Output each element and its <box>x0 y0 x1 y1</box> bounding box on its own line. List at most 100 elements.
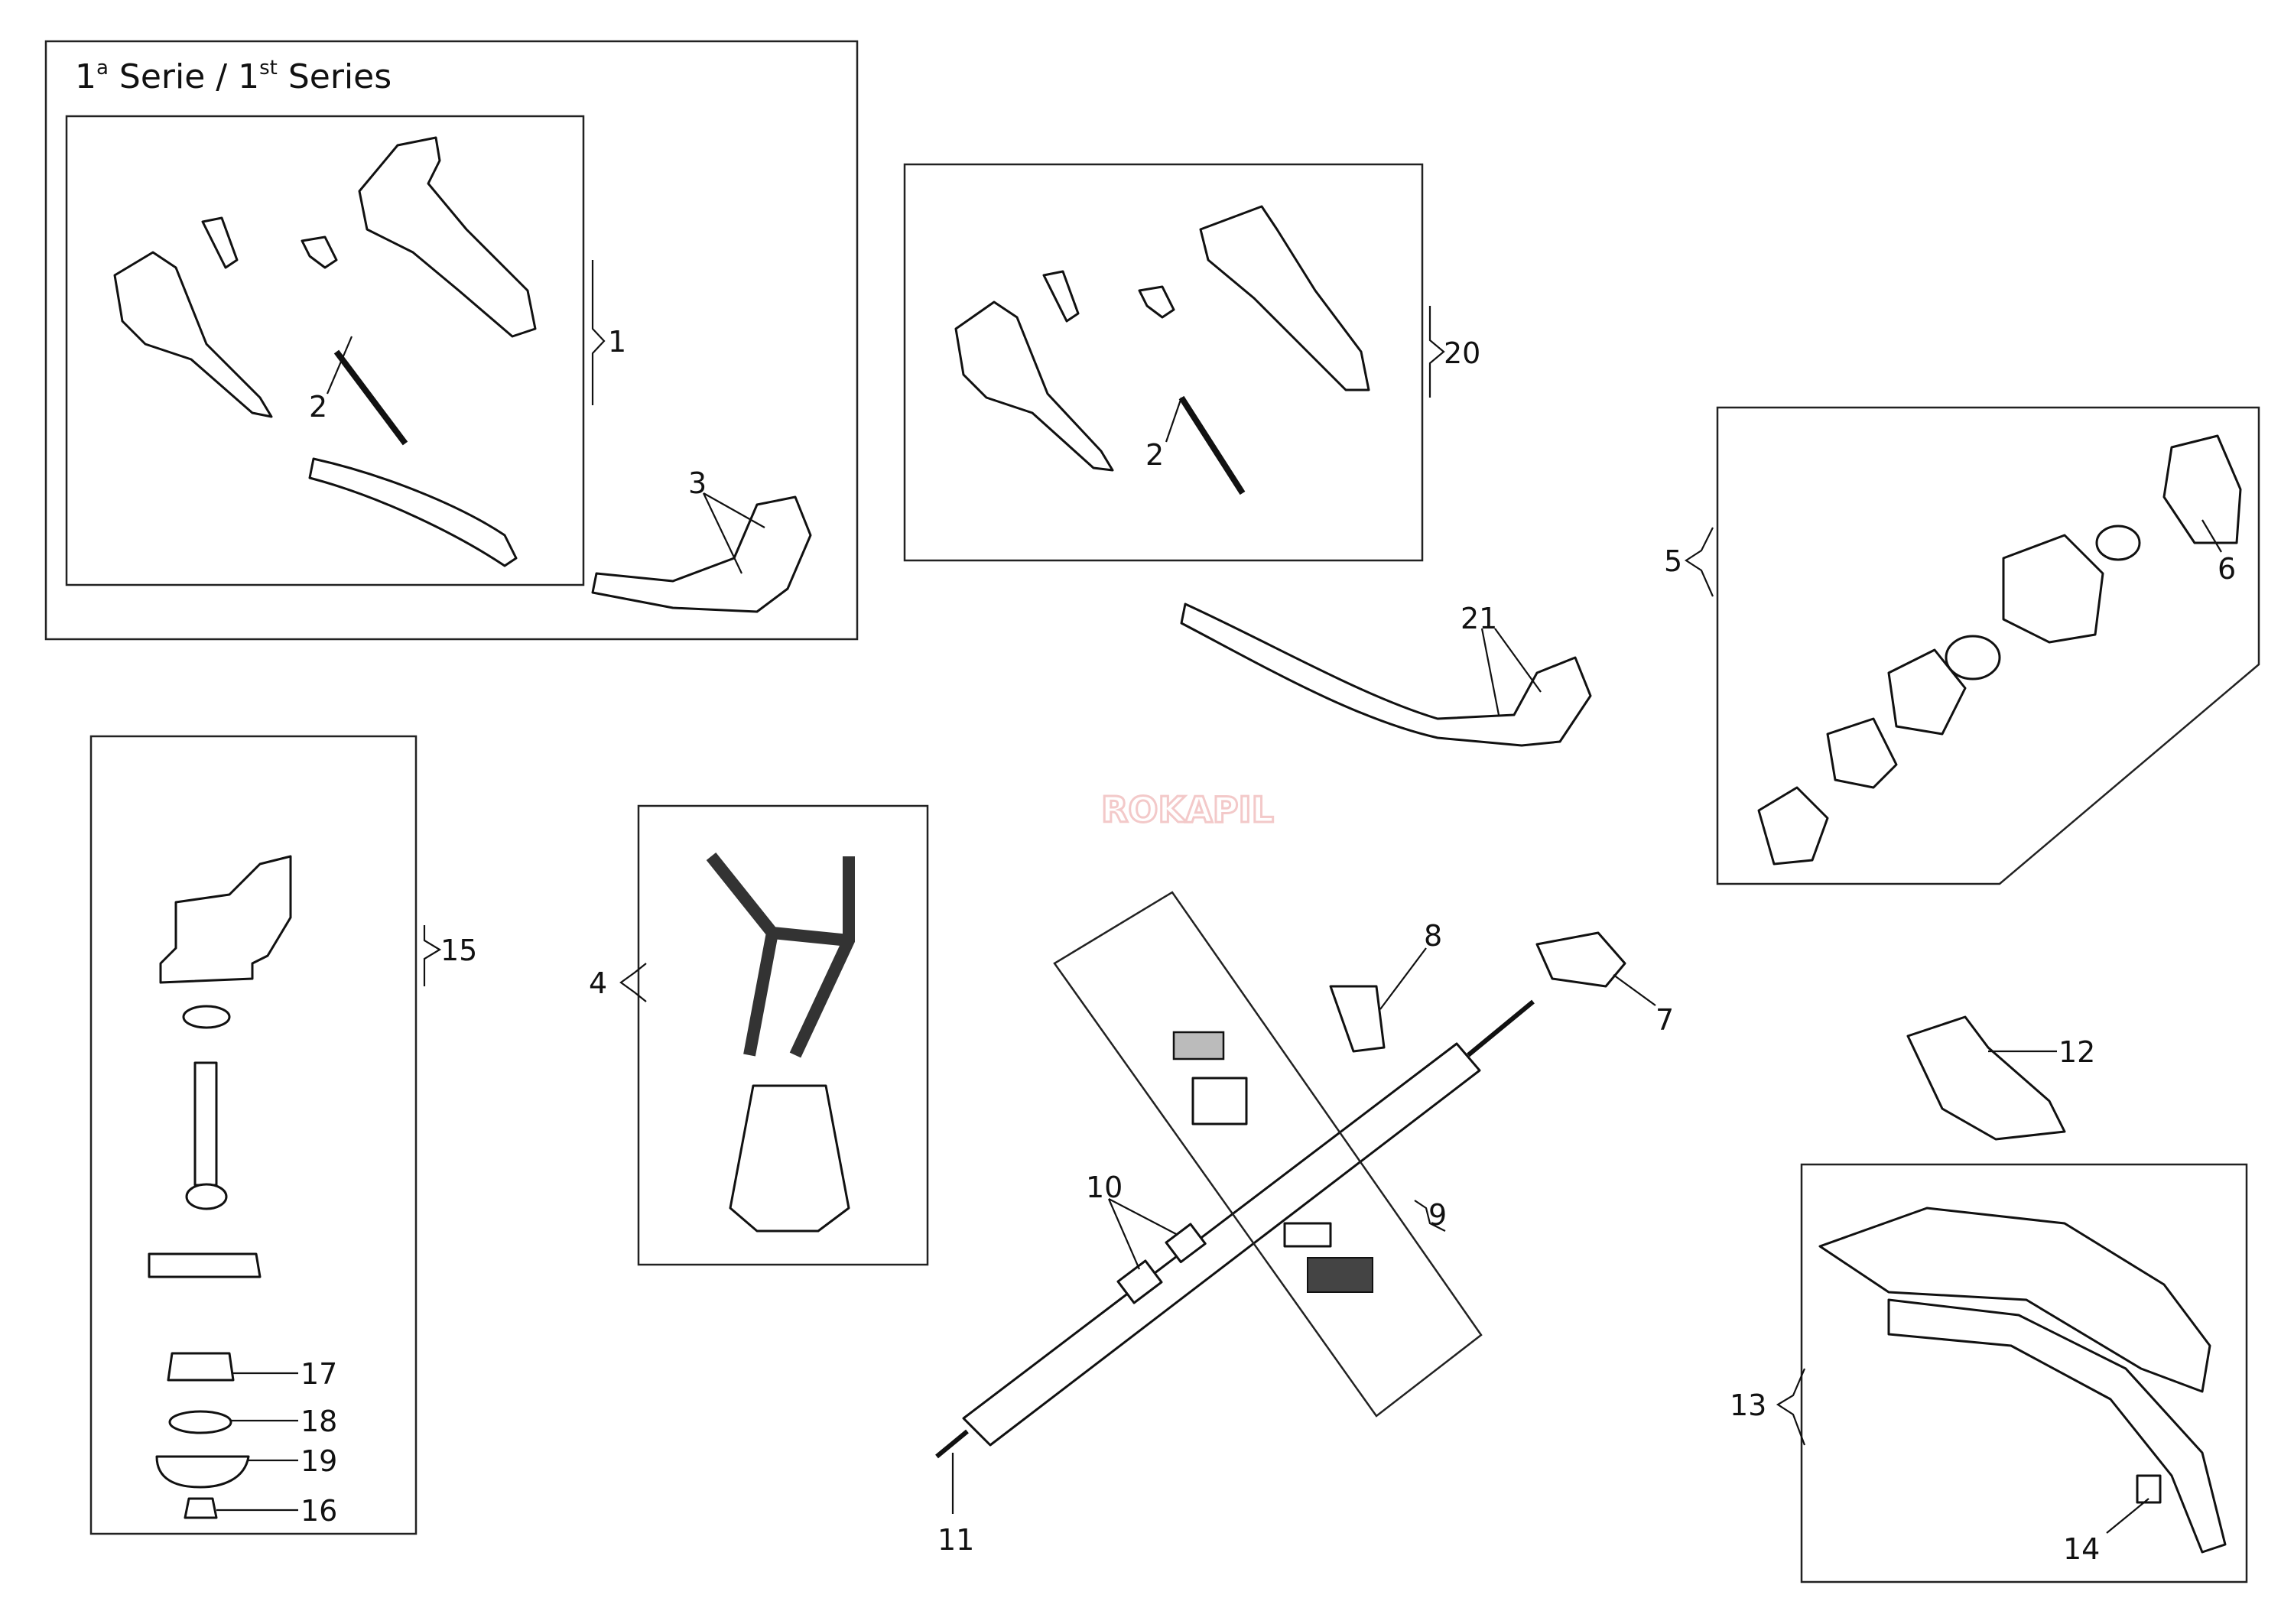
watermark-logo: ROKAPIL <box>1101 789 1274 830</box>
switch-8-part <box>1329 985 1386 1053</box>
callout-15: 15 <box>440 934 477 967</box>
nut-16-part <box>184 1497 218 1519</box>
clamp-body-part <box>1307 1257 1373 1293</box>
leader-21b <box>1494 628 1542 693</box>
handle-assembly-box-1 <box>65 115 585 586</box>
harness-box <box>637 804 929 1266</box>
brace-20 <box>1428 306 1445 398</box>
bearing-part <box>185 1183 228 1210</box>
callout-12: 12 <box>2058 1035 2095 1069</box>
leader-3b <box>703 492 765 528</box>
hip-pad-part <box>729 1084 850 1233</box>
trigger-part <box>301 235 338 269</box>
drive-tube-part <box>962 1042 1481 1447</box>
handle-assembly-20-group: 20 2 <box>903 163 1480 562</box>
callout-7: 7 <box>1656 1003 1674 1037</box>
callout-5: 5 <box>1664 544 1682 578</box>
callout-10: 10 <box>1086 1171 1123 1204</box>
clamp-body-part <box>1191 1077 1248 1125</box>
clutch-box <box>1716 406 2260 885</box>
brace-4 <box>619 963 647 1002</box>
leader-10b <box>1108 1198 1178 1236</box>
adapter-part <box>1757 786 1829 866</box>
leader-3a <box>703 492 742 574</box>
throttle-grip-part <box>1199 205 1370 391</box>
loop-handle-part <box>591 495 812 613</box>
brace-15 <box>423 925 442 986</box>
drive-shaft-end-part <box>935 1429 969 1459</box>
leader-2a <box>326 336 353 395</box>
cup-19-part <box>155 1455 250 1489</box>
clutch-housing-part <box>2002 534 2104 644</box>
group-title: 1a Serie / 1st Series <box>75 57 392 96</box>
throttle-cable-part <box>1178 395 1246 495</box>
lever-part <box>201 216 239 269</box>
callout-2b: 2 <box>1145 438 1164 472</box>
flange-cover-part <box>148 1252 262 1278</box>
first-series-group: 1a Serie / 1st Series 1 2 3 <box>44 40 859 641</box>
callout-3: 3 <box>688 466 707 500</box>
washer-17-part <box>167 1352 235 1382</box>
brace-5 <box>1684 527 1714 597</box>
gear-head-box <box>89 735 418 1535</box>
leader-8 <box>1379 947 1427 1010</box>
clamp-box <box>1053 891 1483 1418</box>
callout-16: 16 <box>301 1494 337 1528</box>
bearing-part <box>182 1005 231 1029</box>
leader-6 <box>2201 519 2222 553</box>
leader-2b <box>1165 397 1183 443</box>
clamp-part <box>1283 1222 1332 1248</box>
washer-18-part <box>168 1410 232 1434</box>
bearing-part <box>2095 525 2141 561</box>
throttle-grip-part <box>358 136 537 338</box>
leader-21a <box>1480 628 1500 716</box>
throttle-cable-part <box>333 349 408 446</box>
guard-part <box>1818 1207 2211 1393</box>
coupling-part <box>1826 717 1898 789</box>
leader-14 <box>2106 1498 2149 1534</box>
callout-4: 4 <box>589 966 607 1000</box>
harness-group: 4 <box>589 804 929 1266</box>
guard-bracket-12-part <box>1906 1015 2066 1141</box>
handle-shell-part <box>113 251 273 418</box>
harness-strap-part <box>706 853 855 1058</box>
clamp-group: 9 <box>1053 891 1483 1418</box>
callout-2a: 2 <box>309 390 327 424</box>
guard-box <box>1800 1163 2248 1583</box>
brace-13 <box>1776 1368 1806 1446</box>
callout-20: 20 <box>1444 336 1480 370</box>
callout-21: 21 <box>1461 602 1497 635</box>
handlebar-tube-part <box>1180 603 1592 747</box>
spacer-10-part <box>1116 1259 1163 1304</box>
leader-10a <box>1107 1198 1141 1270</box>
callout-11: 11 <box>937 1523 974 1557</box>
callout-18: 18 <box>301 1405 337 1438</box>
callout-9: 9 <box>1428 1198 1447 1232</box>
clamp-7-part <box>1535 931 1626 988</box>
first-series-box <box>44 40 859 641</box>
handle-shell-part <box>954 300 1114 472</box>
callout-13: 13 <box>1730 1389 1766 1422</box>
circlip-part <box>1945 635 2001 680</box>
brace-9 <box>1414 1200 1446 1232</box>
callout-17: 17 <box>301 1357 337 1391</box>
handle-assembly-box-20 <box>903 163 1424 562</box>
callout-8: 8 <box>1424 919 1442 953</box>
lever-part <box>1042 270 1080 323</box>
handlebar-tube-part <box>308 457 518 567</box>
callout-6: 6 <box>2218 552 2236 586</box>
clutch-drum-part <box>2162 434 2242 544</box>
blade-14-part <box>2136 1474 2162 1504</box>
callout-1: 1 <box>608 325 626 359</box>
drive-shaft-end-part <box>1467 999 1535 1057</box>
guard-group: 13 14 <box>1730 1163 2248 1583</box>
coupling-part <box>1887 648 1967 736</box>
gear-head-group: 15 17 18 19 16 <box>89 735 477 1535</box>
shaft-group: 11 10 <box>935 999 1535 1557</box>
cutting-line-guard-part <box>1887 1298 2227 1554</box>
loop-handle-21: 21 <box>1180 602 1592 747</box>
gear-housing-part <box>159 855 292 984</box>
clutch-group: 5 6 <box>1664 406 2260 885</box>
drive-shaft-part <box>193 1061 218 1187</box>
